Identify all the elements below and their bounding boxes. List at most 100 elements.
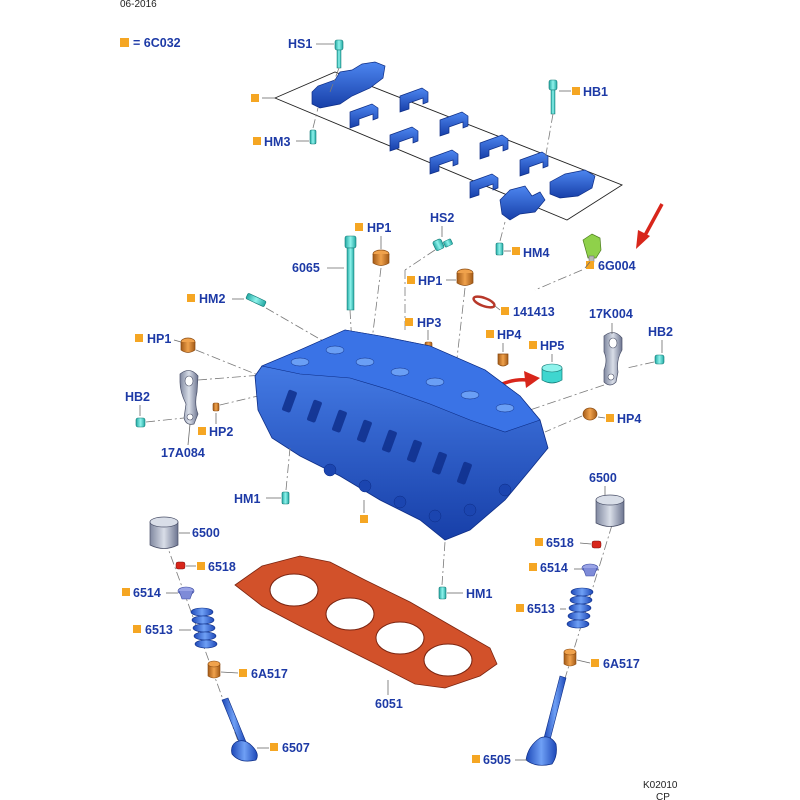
6a517-left-marker-icon: [239, 669, 247, 677]
head-gasket: [234, 555, 498, 689]
camshaft-position-sensor: [582, 233, 602, 263]
hp1-plug-middle: [456, 268, 474, 286]
hp1-top-marker-icon: [355, 223, 363, 231]
lifting-eye-right: [603, 332, 623, 386]
hb2-left-bolt: [135, 417, 146, 428]
callout-6051: 6051: [375, 697, 403, 711]
callout-hs2: HS2: [430, 211, 454, 225]
valve-stem-seal-left: [207, 660, 221, 679]
hp5-marker-icon: [529, 341, 537, 349]
valve-key-left: [175, 561, 186, 570]
hp4-plug-upper: [497, 353, 509, 367]
hb1-marker-icon: [572, 87, 580, 95]
spring-retainer-right: [581, 563, 599, 577]
callout-6514-left: 6514: [133, 586, 161, 600]
hm3-bolt: [309, 129, 317, 145]
date-code: 06-2016: [120, 0, 157, 10]
tappet-left: [149, 516, 179, 549]
callout-17a084: 17A084: [161, 446, 205, 460]
callout-6518-left: 6518: [208, 560, 236, 574]
hp1-left-marker-icon: [135, 334, 143, 342]
sensor-marker-icon: [586, 261, 594, 269]
hm1-bolt-lower: [438, 586, 447, 600]
oring-marker-icon: [501, 307, 509, 315]
callout-hp1-left: HP1: [147, 332, 171, 346]
hs1-bolt: [334, 39, 344, 69]
hp1-plug-top: [372, 249, 390, 266]
hm4-marker-icon: [512, 247, 520, 255]
highlight-arrow-sensor: [636, 203, 664, 249]
callout-6g004: 6G004: [598, 259, 636, 273]
callout-6500-right: 6500: [589, 471, 617, 485]
hp1-mid-marker-icon: [407, 276, 415, 284]
hp4-plug-lower: [582, 407, 598, 421]
callout-6500-left: 6500: [192, 526, 220, 540]
6513-left-marker-icon: [133, 625, 141, 633]
hb1-bolt: [548, 79, 558, 115]
callout-hb2-left: HB2: [125, 390, 150, 404]
cylinder-head: [254, 329, 549, 541]
hm3-marker-icon: [253, 137, 261, 145]
6513-right-marker-icon: [516, 604, 524, 612]
valve-spring-left: [190, 607, 218, 649]
callout-hm3: HM3: [264, 135, 290, 149]
exhaust-valve: [221, 697, 258, 762]
camshaft-bearing-caps: [311, 61, 596, 221]
callout-6518-right: 6518: [546, 536, 574, 550]
6514-left-marker-icon: [122, 588, 130, 596]
figure-code: K02010: [643, 780, 678, 791]
valve-key-right: [591, 540, 602, 549]
tappet-right: [595, 494, 625, 527]
callout-141413: 141413: [513, 305, 555, 319]
head-bolt-6065: [344, 235, 357, 311]
callout-hm1-lower: HM1: [466, 587, 492, 601]
callout-hp4-lower: HP4: [617, 412, 641, 426]
callout-6507: 6507: [282, 741, 310, 755]
callout-hp5: HP5: [540, 339, 564, 353]
hp4-lower-marker-icon: [606, 414, 614, 422]
callout-hp4-upper: HP4: [497, 328, 521, 342]
6507-marker-icon: [270, 743, 278, 751]
intake-valve: [525, 675, 567, 766]
6518-right-marker-icon: [535, 538, 543, 546]
hs2-bolt: [432, 238, 453, 251]
callout-6065: 6065: [292, 261, 320, 275]
hm2-marker-icon: [187, 294, 195, 302]
lifting-eye-left: [179, 370, 199, 425]
legend-text: = 6C032: [133, 36, 181, 50]
hb2-right-bolt: [654, 354, 665, 365]
callout-hm4: HM4: [523, 246, 549, 260]
valve-spring-right: [566, 587, 594, 629]
legend-marker-icon: [120, 38, 129, 47]
callout-hb2-right: HB2: [648, 325, 673, 339]
rear-cam-carrier: [499, 185, 546, 221]
hm2-bolt: [245, 293, 267, 307]
hm4-bolt: [495, 242, 504, 256]
6514-right-marker-icon: [529, 563, 537, 571]
callout-hp3: HP3: [417, 316, 441, 330]
callout-6513-right: 6513: [527, 602, 555, 616]
figure-suffix: CP: [656, 792, 670, 800]
callout-hp2: HP2: [209, 425, 233, 439]
hm1-bolt-upper: [281, 491, 290, 505]
valve-stem-seal-right: [563, 648, 577, 667]
o-ring-141413: [472, 295, 496, 309]
callout-hs1: HS1: [288, 37, 312, 51]
hp1-plug-left: [180, 337, 196, 353]
spring-retainer-left: [177, 586, 195, 600]
6505-marker-icon: [472, 755, 480, 763]
head-marker-icon: [360, 515, 368, 523]
bearing-cap-frame: [251, 71, 623, 221]
6518-left-marker-icon: [197, 562, 205, 570]
callout-17k004: 17K004: [589, 307, 633, 321]
front-cam-carrier: [311, 61, 386, 109]
callout-6a517-left: 6A517: [251, 667, 288, 681]
callout-6a517-right: 6A517: [603, 657, 640, 671]
callout-6505: 6505: [483, 753, 511, 767]
callout-hb1: HB1: [583, 85, 608, 99]
callout-hm1-upper: HM1: [234, 492, 260, 506]
frame-marker-icon: [251, 94, 259, 102]
callout-hp1-top: HP1: [367, 221, 391, 235]
hp2-marker-icon: [198, 427, 206, 435]
